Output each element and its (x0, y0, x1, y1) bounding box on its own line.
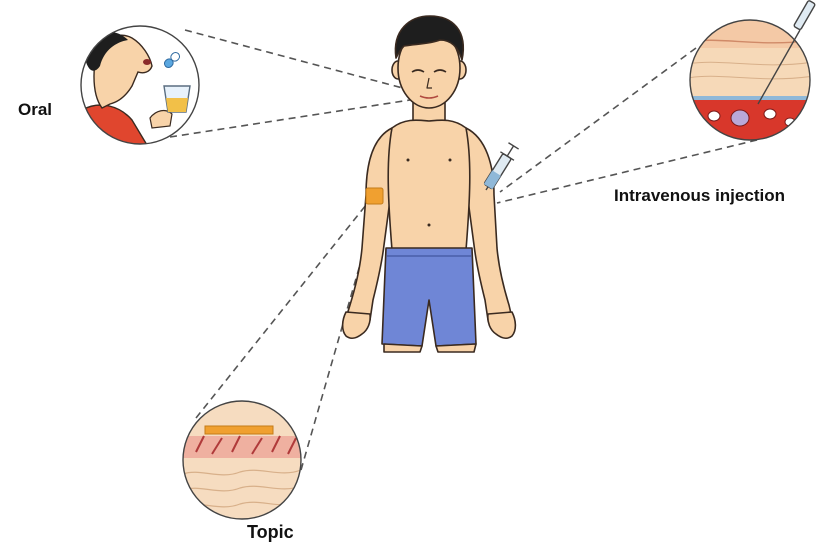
medical-patch-icon (366, 188, 383, 204)
torso (388, 120, 470, 250)
left-hand (343, 312, 371, 338)
chest-mark-right (449, 159, 452, 162)
oral-label: Oral (18, 100, 52, 120)
topic-leader-left (196, 200, 370, 418)
topic-label: Topic (247, 522, 294, 543)
shorts (382, 248, 476, 346)
oral-inset (81, 26, 199, 150)
left-leg (384, 344, 422, 352)
topical-patch-layer (205, 426, 273, 434)
water-glass-icon (164, 86, 190, 112)
right-leg (436, 344, 476, 352)
navel (428, 224, 431, 227)
iv-inset (688, 0, 815, 142)
skin-patch-cross-section (183, 436, 301, 458)
intravenous-injection-label: Intravenous injection (614, 186, 818, 206)
oral-leader-top (185, 30, 410, 90)
oral-leader-bottom (170, 100, 410, 137)
iv-leader-top (500, 48, 696, 192)
right-hand (488, 312, 516, 338)
open-mouth (143, 59, 151, 65)
topic-inset (183, 401, 301, 519)
chest-mark-left (407, 159, 410, 162)
